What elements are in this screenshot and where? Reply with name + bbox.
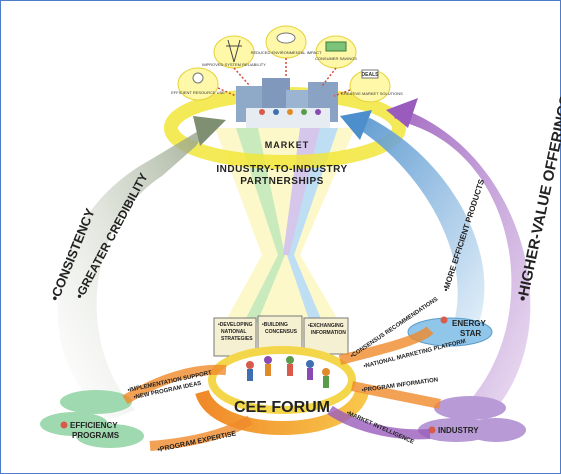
board1-line1: •DEVELOPING [218,322,253,328]
board1-line2: NATIONAL [221,329,246,335]
partnerships-line1: INDUSTRY-TO-INDUSTRY [216,164,347,175]
lightbulb-icon [192,72,204,84]
bubble-connectors [217,58,351,97]
green-arrow [57,122,213,420]
bubble-text-resource: EFFICIENT RESOURCE USE [171,90,225,95]
bubble-text-environment: REDUCED ENVIRONMENTAL IMPACT [251,50,322,55]
energy-star-line1: ENERGY [452,319,486,328]
bubble-resource [177,67,219,101]
flow-program-expertise [149,415,253,451]
board2-line1: •BUILDING [262,322,288,328]
green-arrowhead [193,116,226,146]
industry-dot [428,426,436,434]
efficiency-dot [60,421,68,429]
flow-program-information [350,381,441,409]
bubble-text-savings: CONSUMER SAVINGS [315,56,357,61]
blue-arrow [348,118,485,320]
efficiency-cluster [40,390,144,448]
bubble-text-reliability: IMPROVED SYSTEM RELIABILITY [202,62,266,67]
bubble-environment [265,25,307,59]
industry-label: INDUSTRY [438,426,479,435]
board3-line2: INFORMATION [311,330,346,336]
board1-line3: STRATEGIES [221,336,253,342]
blue-arrowhead [340,110,372,140]
cloud-icon [276,32,296,44]
cee-forum-label: CEE FORUM [234,399,330,416]
efficiency-line1: EFFICIENCY [70,421,118,430]
flow-market-intelligence [327,405,431,440]
purple-arrowhead [386,98,418,128]
board-information [303,317,349,355]
efficiency-line2: PROGRAMS [72,431,120,440]
market-buildings [236,78,338,128]
energy-star-line2: STAR [460,329,481,338]
flow-consensus [338,326,434,365]
bubble-tag-deals: DEALS [362,72,380,78]
board-consensus [257,315,303,353]
energy-star-platform [407,317,493,347]
board2-line2: CONCENSUS [265,329,298,335]
flow-implementation [122,364,227,405]
bubble-text-solutions: CREATIVE MARKET SOLUTIONS [341,91,403,96]
pylon-icon [226,39,242,63]
market-label: MARKET [265,140,310,150]
cee-people [246,356,330,388]
deals-icon [361,69,379,79]
board3-line1: •EXCHANGING [308,323,344,329]
partnerships-line2: PARTNERSHIPS [240,176,324,187]
energy-star-dot [440,316,448,324]
boards-group [213,315,349,357]
cee-orange-arc [195,389,369,435]
bubble-solutions [349,69,391,103]
bubble-savings [315,35,357,69]
money-icon [325,41,347,52]
industry-cluster [418,396,526,442]
